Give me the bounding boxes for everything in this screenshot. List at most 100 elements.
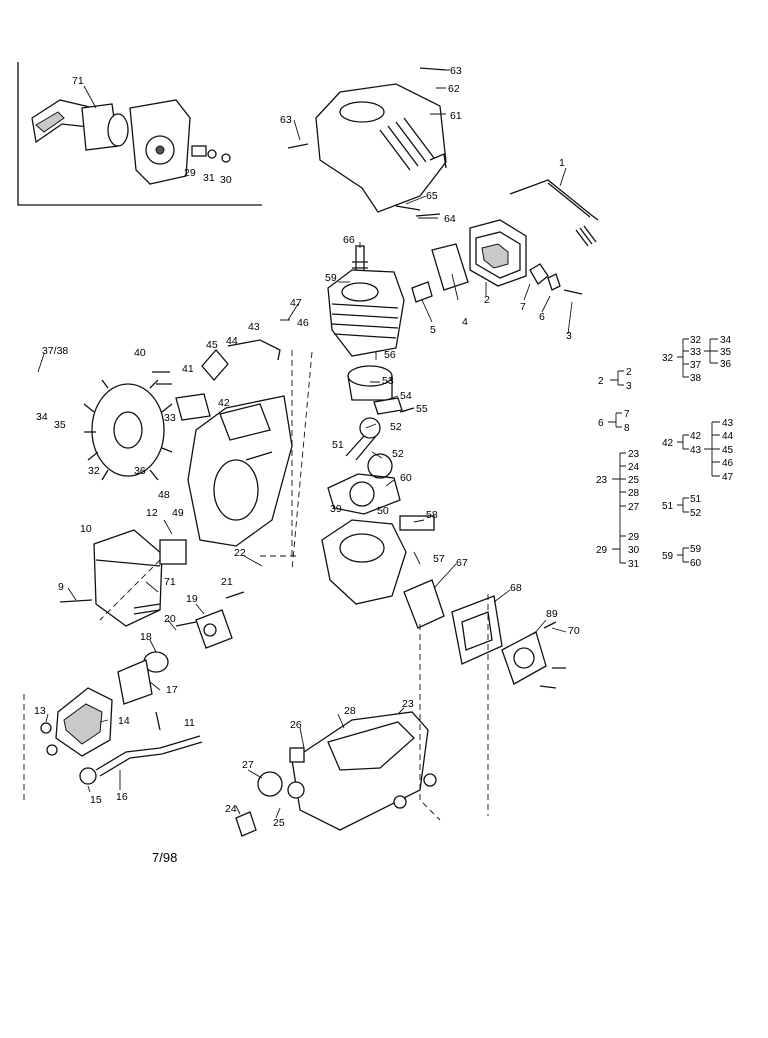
callout-3: 3 [566,330,572,342]
callout-37-38: 37/38 [42,345,68,357]
group-32-child: 38 [690,373,702,384]
group-51-child: 51 [690,494,702,505]
callout-64: 64 [444,213,456,225]
group-2-child: 2 [626,367,632,378]
callout-66: 66 [343,234,355,246]
callout-15: 15 [90,794,102,806]
group-29-parent: 29 [596,545,608,556]
group-42-child: 42 [690,431,702,442]
callout-7: 7 [520,301,526,313]
group-23-parent: 23 [596,475,608,486]
group-23-child: 27 [628,502,640,513]
callout-63-left: 63 [280,114,292,126]
group-29-child: 29 [628,532,640,543]
callout-53: 53 [382,375,394,387]
choke-rod [509,179,599,247]
crankcase-half [321,515,435,605]
callout-42: 42 [218,397,230,409]
group-51-child: 52 [690,508,702,519]
callout-32: 32 [88,465,100,477]
group-32-child: 37 [690,360,702,371]
callout-44: 44 [226,335,238,347]
callout-1: 1 [559,157,565,169]
gaskets [403,579,547,685]
connecting-rod [345,417,393,479]
callout-57: 57 [433,553,445,565]
callout-9: 9 [58,581,64,593]
callout-11: 11 [184,717,195,729]
group-59-parent: 59 [662,551,674,562]
group-32-child: 32 [690,335,702,346]
group-42-parent: 42 [662,438,674,449]
crankcase [187,395,293,547]
callout-28: 28 [344,705,356,717]
callout-41: 41 [182,363,194,375]
inset-box [17,62,262,206]
callout-43: 43 [248,321,260,333]
callout-18: 18 [140,631,152,643]
callout-4: 4 [462,316,468,328]
group-33-child: 34 [720,335,732,346]
group-51-parent: 51 [662,501,674,512]
leader-lines [37,69,573,819]
group-43-child: 44 [722,431,734,442]
group-59-child: 60 [690,558,702,569]
callout-50: 50 [377,505,389,517]
callout-labels: 71 29 31 30 63 62 61 63 1 65 64 66 59 47… [34,65,580,829]
callout-34: 34 [36,411,48,423]
callout-30: 30 [220,174,232,186]
fasteners [59,67,566,689]
callout-61: 61 [450,110,462,122]
filter-housing [411,219,583,303]
muffler-cover [93,529,187,627]
callout-47: 47 [290,297,302,309]
callout-70: 70 [568,625,580,637]
air-filter-housing [40,687,113,757]
callout-12: 12 [146,507,158,519]
group-43-child: 46 [722,458,734,469]
callout-52-lower: 52 [392,448,404,460]
callout-89: 89 [546,608,558,620]
callout-56: 56 [384,349,396,361]
callout-54: 54 [400,390,412,402]
callout-55: 55 [416,403,428,415]
cylinder [327,245,405,415]
callout-8: 6 [539,311,545,323]
callout-58: 58 [426,509,438,521]
callout-65: 65 [426,190,438,202]
callout-27: 27 [242,759,254,771]
callout-25: 25 [273,817,285,829]
callout-31: 31 [203,172,215,184]
callout-71-inset: 71 [72,75,84,87]
group-23-child: 24 [628,462,640,473]
callout-40: 40 [134,347,146,359]
callout-17: 17 [166,684,178,696]
date-code: 7/98 [152,850,177,865]
callout-24: 24 [225,803,237,815]
cylinder-shroud [315,83,447,213]
group-59-child: 59 [690,544,702,555]
callout-14: 14 [118,715,130,727]
group-23-child: 23 [628,449,640,460]
alignment-lines [23,350,489,821]
group-23-child: 28 [628,488,640,499]
group-2-child: 3 [626,381,632,392]
callout-63: 63 [450,65,462,77]
callout-33: 33 [164,412,176,424]
callout-22: 22 [234,547,246,559]
callout-68: 68 [510,582,522,594]
fuel-line [79,711,203,785]
group-23-child: 25 [628,475,640,486]
group-6-child: 7 [624,409,630,420]
group-33-child: 35 [720,347,732,358]
group-2-parent: 2 [598,376,604,387]
callout-20: 20 [164,613,176,625]
carburetor [117,609,233,705]
callout-2: 2 [484,294,490,306]
fuel-tank [235,711,437,837]
ignition-module [175,339,281,421]
callout-16: 16 [116,791,128,803]
callout-45: 45 [206,339,218,351]
group-32-parent: 32 [662,353,674,364]
kit-group-brackets [608,338,720,564]
